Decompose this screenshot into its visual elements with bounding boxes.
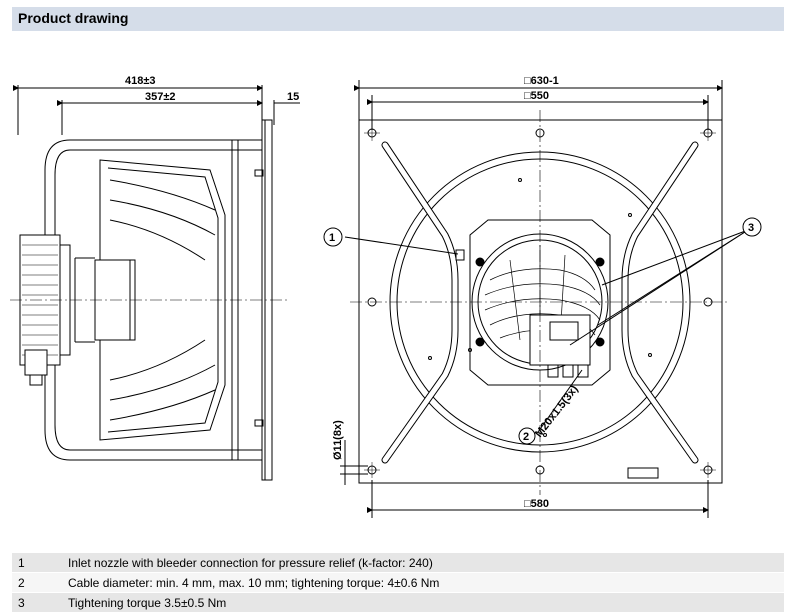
callout-1: 1 [323, 227, 343, 247]
dim-inner-length: 357±2 [145, 91, 176, 103]
svg-text:3: 3 [748, 222, 754, 234]
dim-bottom-spacing: □580 [524, 498, 549, 510]
dim-overall-length: 418±3 [125, 75, 156, 87]
svg-text:1: 1 [329, 232, 335, 244]
note-text: Inlet nozzle with bleeder connection for… [68, 555, 433, 570]
product-drawing: 418±3 357±2 15 [0, 40, 800, 550]
note-number: 1 [18, 555, 25, 570]
side-view [10, 85, 300, 481]
callout-2: 2 [518, 427, 536, 445]
section-title: Product drawing [18, 10, 129, 26]
svg-text:2: 2 [523, 431, 529, 443]
dim-flange-depth: 15 [287, 91, 299, 103]
dim-hole-spacing: □550 [524, 90, 549, 102]
note-row: 3 Tightening torque 3.5±0.5 Nm [12, 592, 784, 612]
technical-drawing-svg: 418±3 357±2 15 [10, 75, 762, 518]
dim-plate-square: □630-1 [524, 75, 559, 87]
note-row: 1 Inlet nozzle with bleeder connection f… [12, 552, 784, 572]
callout-3: 3 [742, 217, 762, 237]
note-text: Cable diameter: min. 4 mm, max. 10 mm; t… [68, 575, 440, 590]
section-header: Product drawing [12, 7, 784, 31]
front-view [340, 80, 749, 518]
note-row: 2 Cable diameter: min. 4 mm, max. 10 mm;… [12, 572, 784, 592]
note-number: 3 [18, 595, 25, 610]
note-text: Tightening torque 3.5±0.5 Nm [68, 595, 227, 610]
dim-hole-diameter: Ø11(8x) [332, 420, 344, 460]
notes-table: 1 Inlet nozzle with bleeder connection f… [12, 552, 784, 612]
note-number: 2 [18, 575, 25, 590]
